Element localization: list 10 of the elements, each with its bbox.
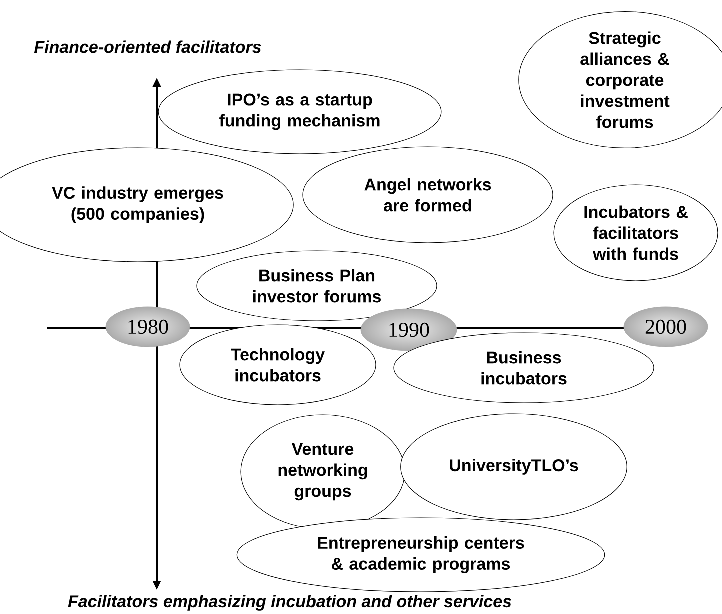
axis-label: Finance-oriented facilitators [34,40,262,54]
ellipse-node: IPO’s as a startup funding mechanism [158,70,442,154]
axis-label: Facilitators emphasizing incubation and other services [68,595,512,611]
ellipse-node: Angel networks are formed [302,146,554,244]
ellipse-node: Venture networking groups [240,414,406,530]
ellipse-node: Incubators & facilitators with funds [554,184,718,282]
ellipse-node: Technology incubators [180,324,376,406]
ellipse-node: UniversityTLO’s [400,414,628,520]
ellipse-node: Entrepreneurship centers & academic programs [236,518,606,592]
ellipse-node: Business Plan investor forums [196,250,438,322]
